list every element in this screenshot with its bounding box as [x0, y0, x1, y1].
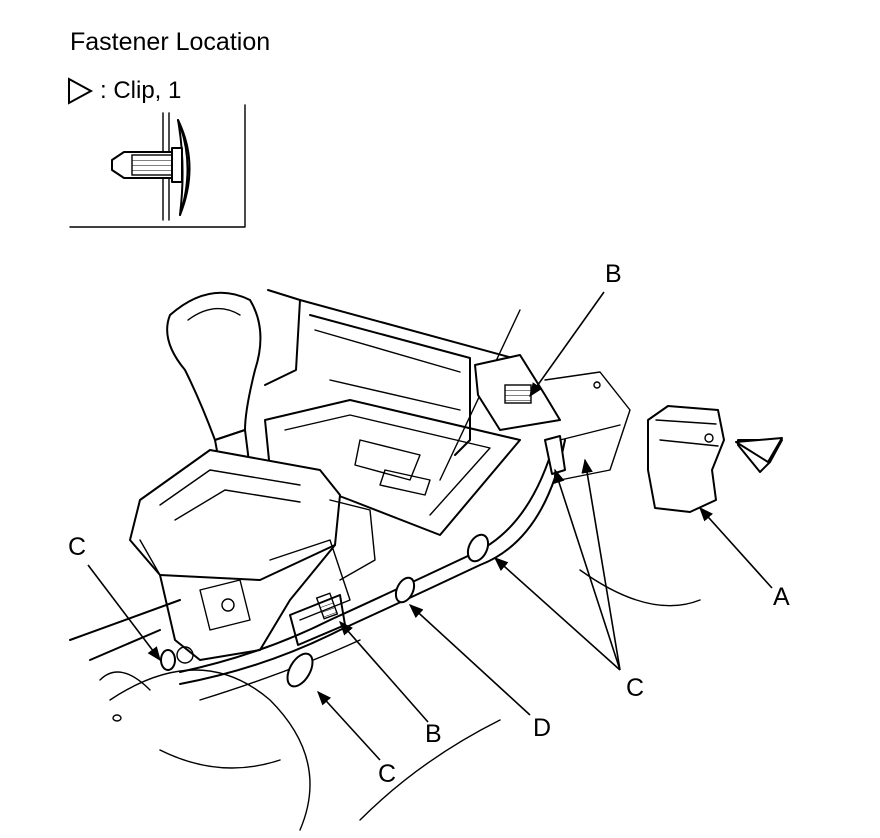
callout-b-top: B [605, 260, 622, 288]
callout-b-bottom: B [425, 720, 442, 748]
callout-d: D [533, 714, 552, 742]
callout-c-left: C [68, 533, 87, 561]
clip-detail-view [69, 104, 246, 228]
leader-lines [87, 291, 773, 761]
callout-c-bottom: C [378, 760, 397, 788]
upper-bracket [474, 354, 631, 481]
shifter-assembly [129, 449, 376, 664]
cable-clamps [160, 435, 566, 688]
cover-a [647, 405, 725, 513]
fastener-legend: : Clip, 1 [66, 76, 181, 106]
callout-a: A [773, 583, 790, 611]
legend-text: : Clip, 1 [100, 77, 182, 104]
cable-bracket [289, 592, 346, 646]
callout-c-right: C [626, 674, 645, 702]
diagram-title: Fastener Location [70, 28, 271, 56]
center-console [69, 289, 701, 831]
triangle-outline-icon [68, 77, 94, 105]
